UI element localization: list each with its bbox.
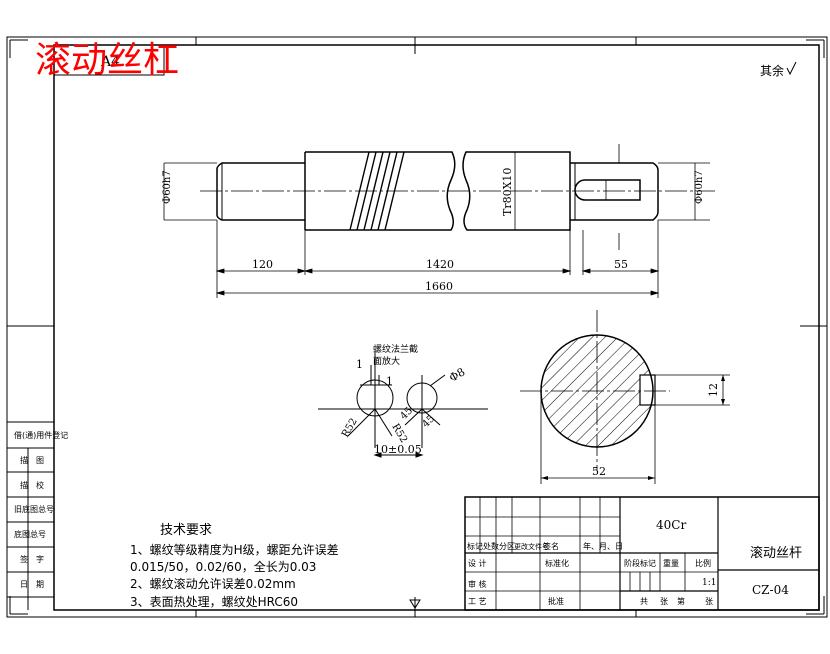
title-block (464, 496, 820, 611)
detail-angle-1: 45 (398, 405, 415, 422)
detail-dim-a: 1 (356, 358, 363, 371)
overlay-title: 滚动丝杠 (35, 40, 179, 81)
tb-stage-3: 比例 (695, 558, 711, 568)
strip-1: 借(通)用件登记 (14, 430, 68, 440)
tb-standard: 标准化 (545, 558, 569, 568)
tech-line-1: 1、螺纹等级精度为H级，螺距允许误差 (130, 542, 339, 557)
inner-border (53, 44, 820, 611)
tech-title: 技术要求 (160, 523, 212, 538)
detail-caption-1: 螺纹法兰截 (373, 343, 418, 355)
strip-3: 描 校 (20, 480, 44, 490)
paper-size-box (53, 44, 165, 76)
thread-detail (318, 352, 488, 458)
strip-4: 旧底图总号 (14, 504, 54, 514)
tech-line-2: 0.015/50，0.02/60，全长为0.03 (130, 559, 316, 574)
dim-total: 1660 (425, 280, 453, 293)
surface-note: 其余 (760, 63, 784, 78)
tb-material: 40Cr (656, 518, 686, 532)
strip-6: 签 字 (20, 554, 44, 564)
strip-2: 描 图 (20, 455, 44, 465)
shaft-dimensions (215, 220, 660, 298)
outer-border (6, 36, 828, 618)
tb-sheet-1: 共 (640, 597, 648, 606)
detail-dim-b: 1 (386, 375, 393, 388)
left-dia-label: Φ60h7 (162, 170, 173, 204)
detail-r2: R52 (389, 422, 409, 445)
paper-size: A4 (100, 54, 120, 70)
cross-section (520, 310, 730, 484)
dim-right: 55 (614, 258, 628, 271)
tb-process: 工 艺 (468, 597, 487, 606)
detail-dia: Φ8 (447, 365, 467, 384)
strip-5: 底图总号 (14, 529, 46, 539)
tb-rev-3: 分区 (499, 542, 515, 551)
shaft-view (200, 151, 715, 231)
tb-design: 设 计 (468, 558, 487, 568)
tb-rev-4: 更改文件号 (514, 542, 549, 551)
detail-pitch: 10±0.05 (374, 443, 422, 456)
tb-sheet-3: 第 (677, 596, 685, 606)
detail-r1: R52 (340, 416, 360, 439)
strip-7: 日 期 (20, 580, 44, 589)
tb-scale: 1:1 (702, 578, 716, 588)
tb-sheet-4: 张 (705, 597, 713, 606)
tech-line-4: 3、表面热处理，螺纹处HRC60 (130, 595, 298, 609)
section-key-width: 12 (707, 383, 720, 397)
tb-stage-2: 重量 (663, 558, 679, 568)
roughness-symbol (786, 61, 797, 76)
tb-drawing-no: CZ-04 (752, 583, 789, 597)
tb-rev-5: 签名 (543, 541, 559, 551)
dim-mid: 1420 (426, 258, 454, 271)
tb-rev-1: 标记 (467, 541, 483, 551)
tb-stage-1: 阶段标记 (624, 558, 656, 568)
right-dia-label: Φ60h7 (694, 170, 705, 204)
tb-approve: 批准 (548, 596, 564, 606)
section-depth: 52 (592, 465, 606, 478)
centering-marks (7, 37, 827, 617)
tb-part-name: 滚动丝杆 (750, 545, 802, 561)
tb-review: 审 核 (468, 579, 487, 589)
tech-line-3: 2、螺纹滚动允许误差0.02mm (130, 576, 296, 591)
detail-caption-2: 面放大 (373, 355, 400, 367)
dia-leaders (163, 144, 710, 250)
left-strip (7, 421, 54, 610)
tb-rev-2: 处数 (483, 541, 499, 551)
thread-label: Tr80X10 (501, 168, 514, 216)
tb-rev-6: 年、月、日 (583, 541, 623, 551)
detail-angle-2: 45 (420, 413, 437, 430)
dim-left: 120 (252, 258, 273, 271)
tb-sheet-2: 张 (660, 597, 668, 606)
